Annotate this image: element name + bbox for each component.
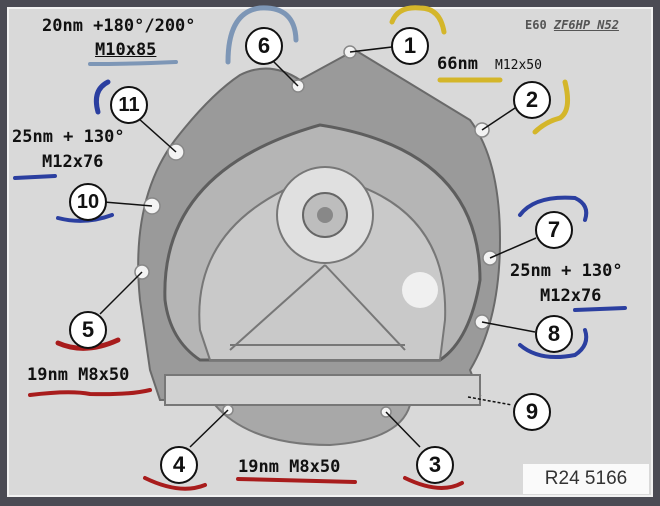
scribble-red-underline-left bbox=[28, 388, 152, 397]
scribble-blue-arc-7 bbox=[518, 195, 589, 222]
callout-8: 8 bbox=[535, 315, 573, 353]
leader-1 bbox=[349, 46, 393, 53]
model-transmission: ZF6HP N52 bbox=[553, 18, 619, 32]
bolt6-size: M10x85 bbox=[95, 40, 157, 60]
hub-center bbox=[317, 207, 333, 223]
callout-9: 9 bbox=[513, 393, 551, 431]
callout-7: 7 bbox=[535, 211, 573, 249]
callout-5: 5 bbox=[69, 311, 107, 349]
bolt3-4-spec: 19nm M8x50 bbox=[238, 457, 341, 477]
bolt6-torque: 20nm +180°/200° bbox=[42, 16, 196, 36]
scribble-blue-arc-11 bbox=[93, 79, 111, 115]
scribble-steel-underline bbox=[88, 60, 178, 66]
leader-3 bbox=[385, 411, 421, 448]
bolt1-2-torque: 66nm bbox=[437, 54, 478, 74]
oil-pan-flange bbox=[164, 374, 481, 406]
callout-1: 1 bbox=[391, 27, 429, 65]
leader-8 bbox=[481, 321, 536, 333]
bolt5-spec: 19nm M8x50 bbox=[27, 365, 130, 385]
leader-11 bbox=[137, 117, 177, 153]
callout-10: 10 bbox=[69, 183, 107, 221]
scribble-blue-arc-8 bbox=[518, 328, 589, 359]
model-chassis: E60 bbox=[525, 18, 547, 32]
model-label: E60 ZF6HP N52 bbox=[525, 18, 619, 32]
scribble-red-arc-3 bbox=[403, 476, 464, 490]
brace-left bbox=[229, 264, 326, 351]
leader-4 bbox=[189, 409, 229, 448]
leader-2 bbox=[481, 107, 516, 131]
leader-lines bbox=[99, 46, 537, 448]
leader-9 bbox=[467, 396, 513, 406]
leader-5 bbox=[99, 271, 143, 315]
bolt10-11-torque: 25nm + 130° bbox=[12, 127, 125, 147]
scribble-yellow-arc-1 bbox=[389, 5, 447, 35]
leader-7 bbox=[489, 237, 537, 259]
callout-3: 3 bbox=[416, 446, 454, 484]
callout-6: 6 bbox=[245, 27, 283, 65]
brace-right bbox=[324, 264, 406, 351]
scribble-blue-underline-right bbox=[573, 306, 627, 312]
leader-10 bbox=[103, 201, 153, 207]
callout-4: 4 bbox=[160, 446, 198, 484]
bolt7-8-size: M12x76 bbox=[540, 286, 602, 306]
reference-number: R24 5166 bbox=[523, 464, 649, 494]
housing-boss bbox=[402, 272, 438, 308]
leader-6 bbox=[271, 59, 299, 87]
scribble-red-underline-bottom bbox=[236, 477, 357, 484]
callout-11: 11 bbox=[110, 86, 148, 124]
oil-pan bbox=[212, 404, 412, 447]
scribble-steel-arc-6 bbox=[225, 5, 299, 65]
scribble-red-arc-4 bbox=[143, 476, 207, 491]
callout-2: 2 bbox=[513, 81, 551, 119]
bolt7-8-torque: 25nm + 130° bbox=[510, 261, 623, 281]
scribble-yellow-arc-2 bbox=[532, 79, 571, 135]
scribble-blue-underline-left bbox=[13, 174, 57, 180]
bolt10-11-size: M12x76 bbox=[42, 152, 104, 172]
bolt1-2-size: M12x50 bbox=[495, 58, 542, 73]
